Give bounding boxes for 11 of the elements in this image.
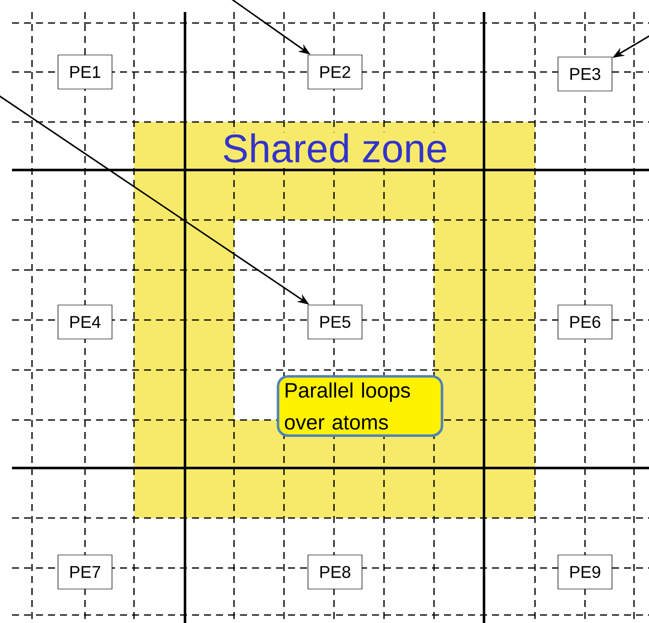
zone-title: Shared zone — [221, 132, 449, 164]
pe-label-box: PE8 — [308, 554, 362, 590]
pe-label-box: PE7 — [58, 554, 112, 590]
callout-bubble: Parallel loops over atoms — [276, 375, 444, 437]
pe-label-box: PE6 — [558, 304, 612, 340]
pe-label-box: PE1 — [58, 54, 112, 90]
pe-label-box: PE2 — [308, 54, 362, 90]
pe-label-box: PE4 — [58, 304, 112, 340]
pe-label-box: PE5 — [308, 304, 362, 340]
pe-label-box: PE3 — [558, 56, 612, 92]
pe-label-box: PE9 — [558, 554, 612, 590]
